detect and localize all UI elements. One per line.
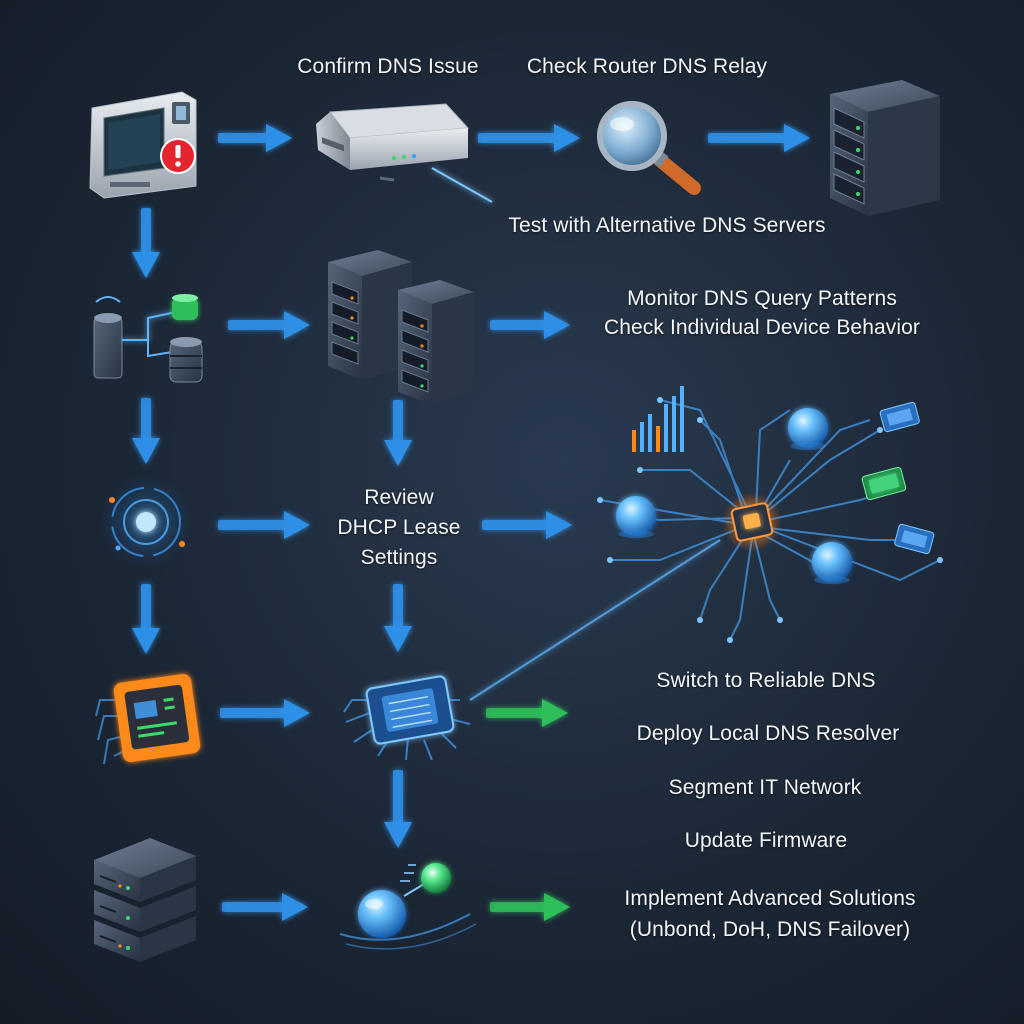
arrow-r2-b — [490, 311, 570, 339]
arrow-v-left-2 — [132, 398, 160, 464]
arrow-r1-a — [218, 124, 292, 152]
alert-device-icon — [89, 91, 197, 199]
mini-chart-icon — [632, 386, 684, 452]
label-switch-reliable-dns: Switch to Reliable DNS — [656, 669, 876, 692]
arrow-r4-green — [486, 699, 568, 727]
label-implement-advanced-line-1: Implement Advanced Solutions — [624, 887, 916, 910]
label-review-dhcp-line-2: DHCP Lease — [337, 516, 461, 539]
arrow-r3-a — [218, 511, 310, 539]
label-update-firmware: Update Firmware — [684, 829, 848, 852]
label-confirm-dns-issue: Confirm DNS Issue — [297, 55, 479, 78]
arrow-v-mid-1 — [384, 400, 412, 466]
circuit-hub-icon — [597, 386, 943, 643]
router-icon — [316, 103, 493, 203]
database-network-icon — [93, 294, 203, 383]
display-board-icon — [95, 673, 201, 765]
magnifier-icon — [597, 101, 701, 195]
arrow-r2-a — [228, 311, 310, 339]
arrow-r1-b — [478, 124, 580, 152]
label-review-dhcp-line-1: Review — [364, 486, 434, 509]
glowing-node-icon — [98, 474, 194, 570]
arrow-v-mid-2 — [384, 584, 412, 652]
label-test-alt-dns: Test with Alternative DNS Servers — [508, 214, 826, 237]
label-review-dhcp: Review DHCP Lease Settings — [337, 483, 460, 573]
arrow-v-mid-3 — [384, 770, 412, 848]
arrow-r4-a — [220, 699, 310, 727]
label-monitor-query-patterns: Monitor DNS Query Patterns — [627, 287, 897, 310]
arrow-r3-b — [482, 511, 572, 539]
label-review-dhcp-line-3: Settings — [360, 546, 438, 569]
label-check-router-relay: Check Router DNS Relay — [526, 55, 768, 78]
arrow-r5-a — [222, 893, 308, 921]
label-deploy-local-resolver: Deploy Local DNS Resolver — [636, 722, 900, 745]
label-check-device-behavior: Check Individual Device Behavior — [603, 316, 921, 339]
server-tower-icon — [830, 80, 940, 216]
arrow-r5-green — [490, 893, 570, 921]
chip-icon — [343, 675, 471, 761]
signal-beam — [469, 539, 721, 701]
arrow-v-left-3 — [132, 584, 160, 654]
label-implement-advanced: Implement Advanced Solutions (Unbond, Do… — [624, 883, 915, 945]
glass-orbs-icon — [339, 863, 477, 950]
label-implement-advanced-line-2: (Unbond, DoH, DNS Failover) — [629, 918, 911, 941]
arrow-r1-c — [708, 124, 810, 152]
arrow-v-left-1 — [132, 208, 160, 278]
server-stack-icon — [94, 838, 196, 962]
server-pair-icon — [328, 250, 474, 404]
label-segment-it-network: Segment IT Network — [668, 776, 862, 799]
